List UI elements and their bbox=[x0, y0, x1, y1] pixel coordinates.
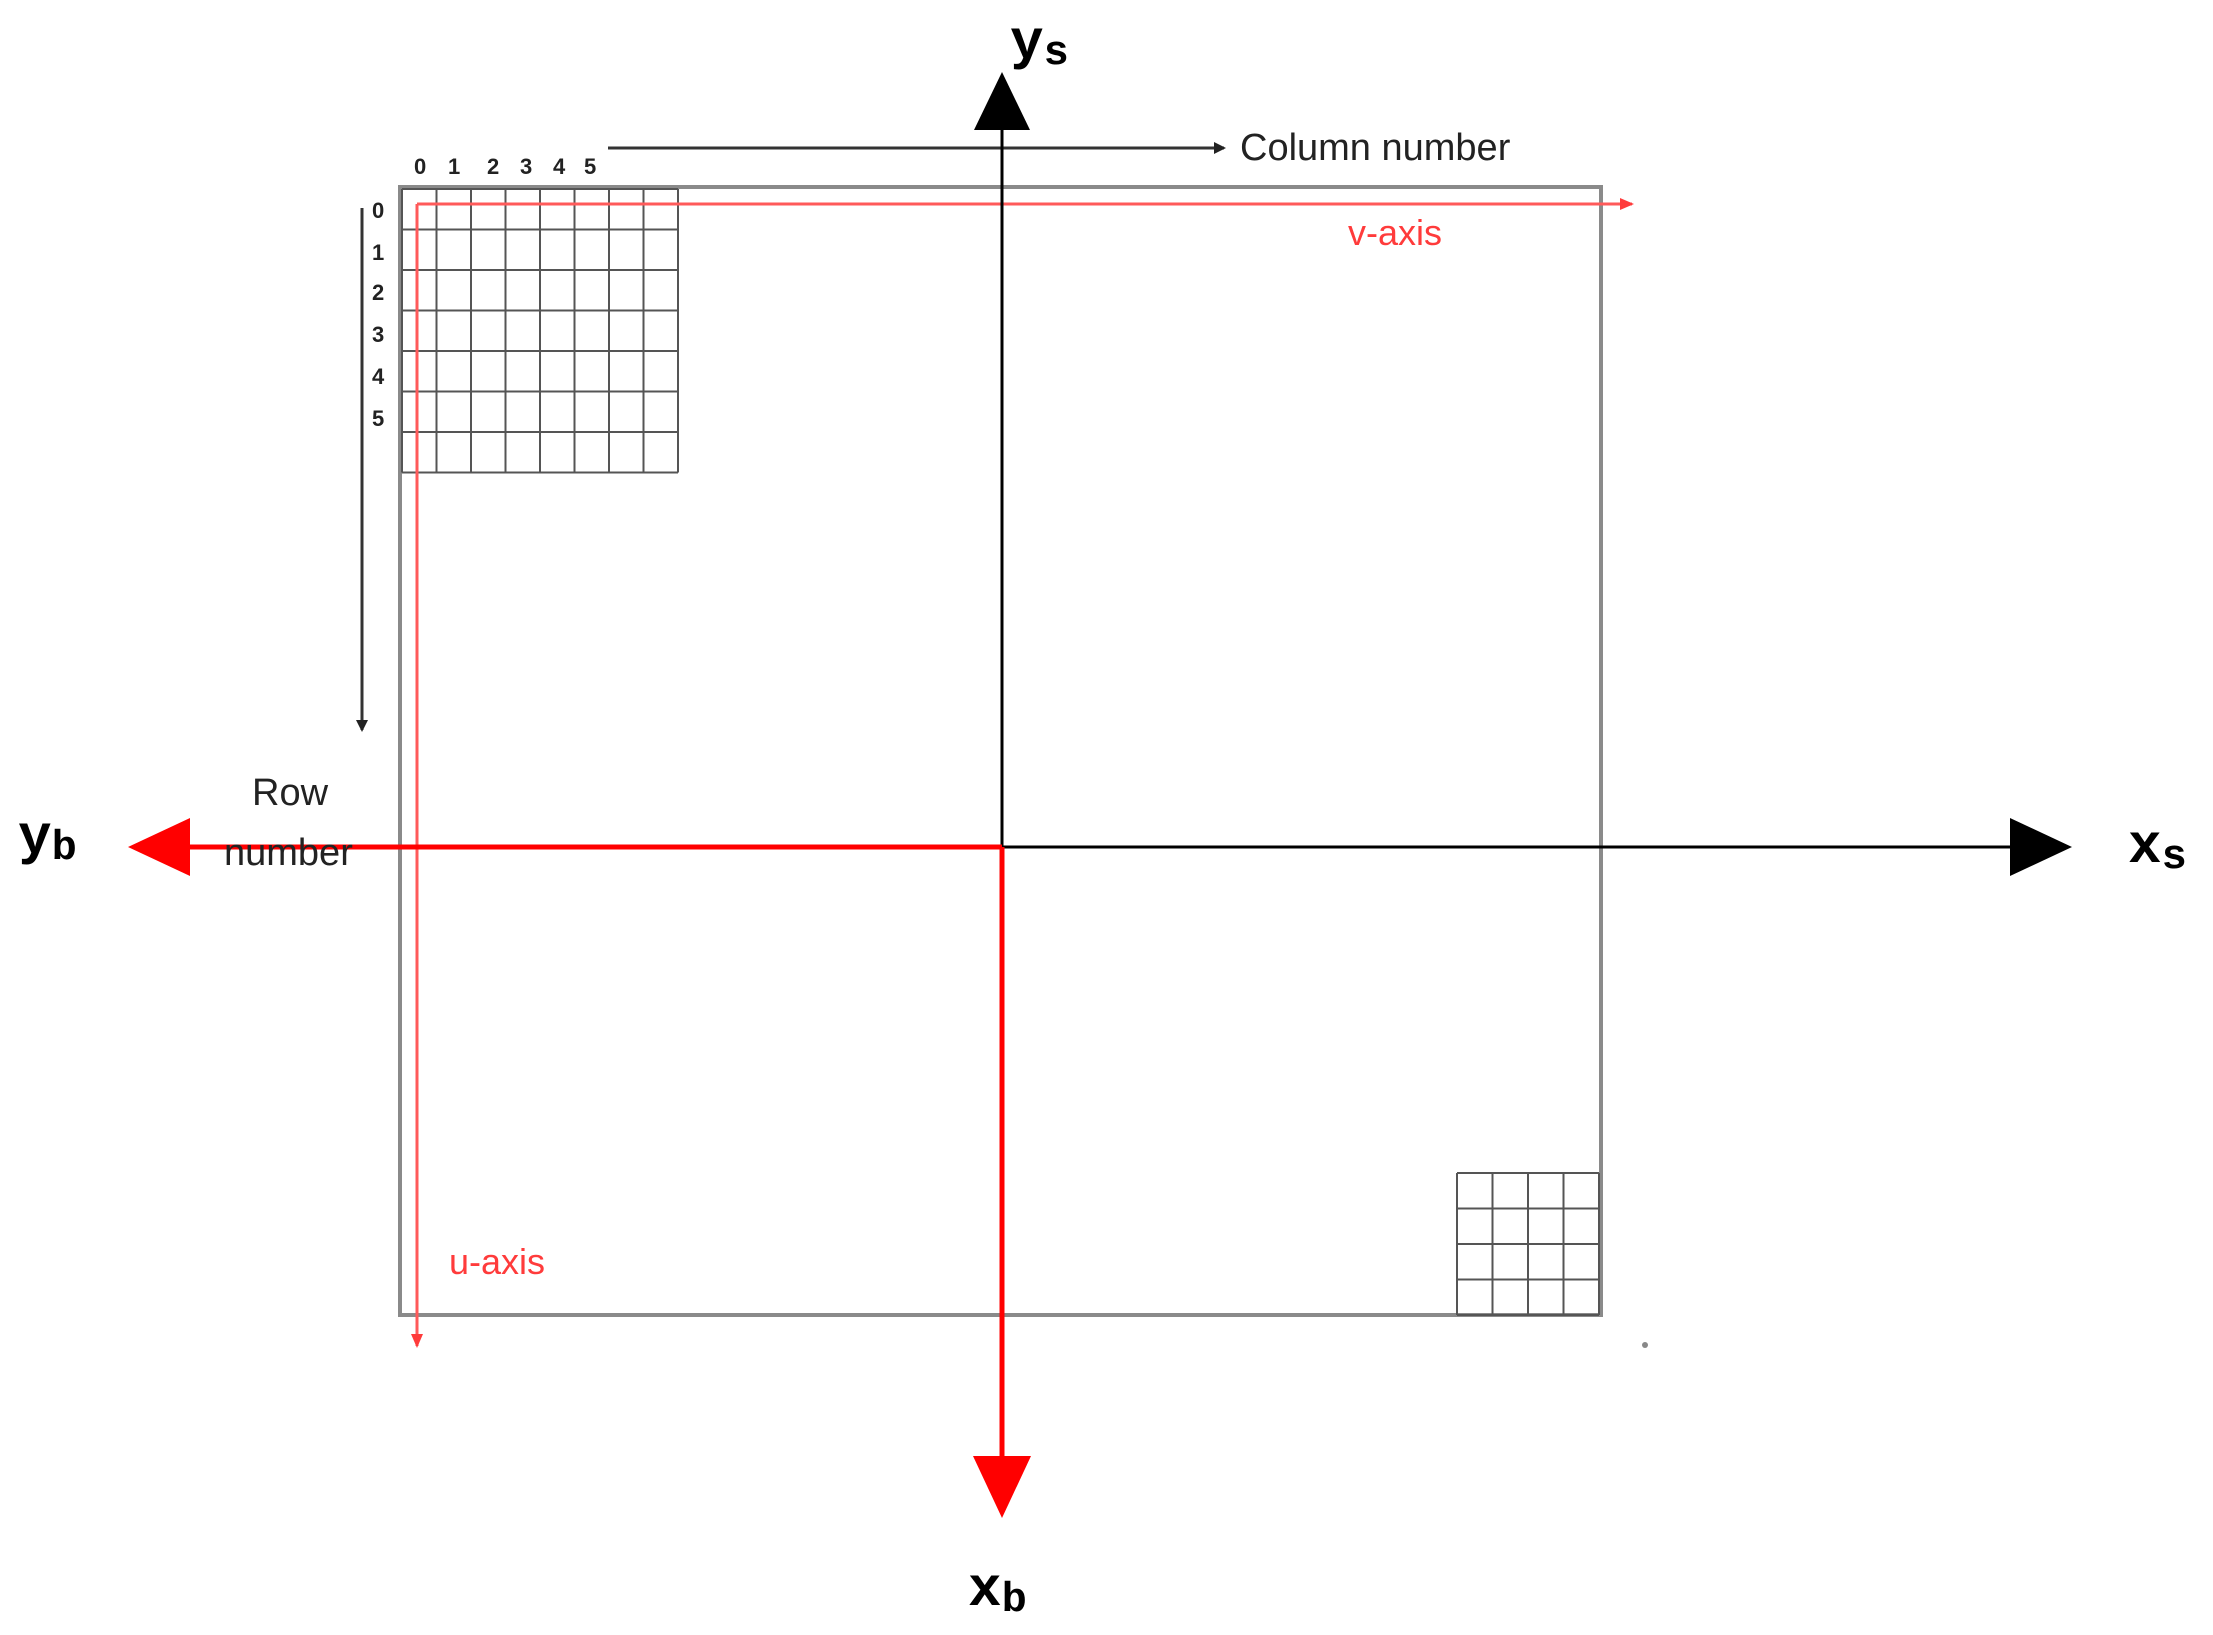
column-index-label: 5 bbox=[584, 154, 596, 179]
column-index-label: 2 bbox=[487, 154, 499, 179]
yb-arrowhead bbox=[128, 818, 190, 876]
v-axis-label: v-axis bbox=[1348, 212, 1442, 253]
pixel-grid-top-left bbox=[401, 188, 679, 474]
column-index-label: 1 bbox=[448, 154, 460, 179]
stray-dot bbox=[1642, 1342, 1648, 1348]
row-number-label-line2: number bbox=[224, 832, 353, 874]
xb-label: xb bbox=[968, 1558, 1027, 1624]
u-axis-label: u-axis bbox=[449, 1241, 545, 1282]
pixel-grid-bottom-right bbox=[1456, 1172, 1600, 1316]
row-index-label: 2 bbox=[372, 280, 384, 305]
yb-label: yb bbox=[18, 806, 77, 872]
row-index-labels: 0 1 2 3 4 5 bbox=[372, 198, 385, 431]
row-number-label-line1: Row bbox=[252, 772, 329, 814]
ys-arrowhead bbox=[974, 72, 1030, 130]
row-index-label: 0 bbox=[372, 198, 384, 223]
row-index-label: 5 bbox=[372, 406, 384, 431]
xs-label: xs bbox=[2128, 815, 2187, 881]
ys-label: ys bbox=[1010, 11, 1069, 77]
row-index-label: 1 bbox=[372, 240, 384, 265]
column-index-label: 3 bbox=[520, 154, 532, 179]
row-index-label: 3 bbox=[372, 322, 384, 347]
row-index-label: 4 bbox=[372, 364, 385, 389]
column-index-label: 0 bbox=[414, 154, 426, 179]
column-index-label: 4 bbox=[553, 154, 566, 179]
xb-arrowhead bbox=[973, 1456, 1031, 1518]
xs-arrowhead bbox=[2010, 818, 2072, 876]
column-number-label: Column number bbox=[1240, 127, 1511, 169]
